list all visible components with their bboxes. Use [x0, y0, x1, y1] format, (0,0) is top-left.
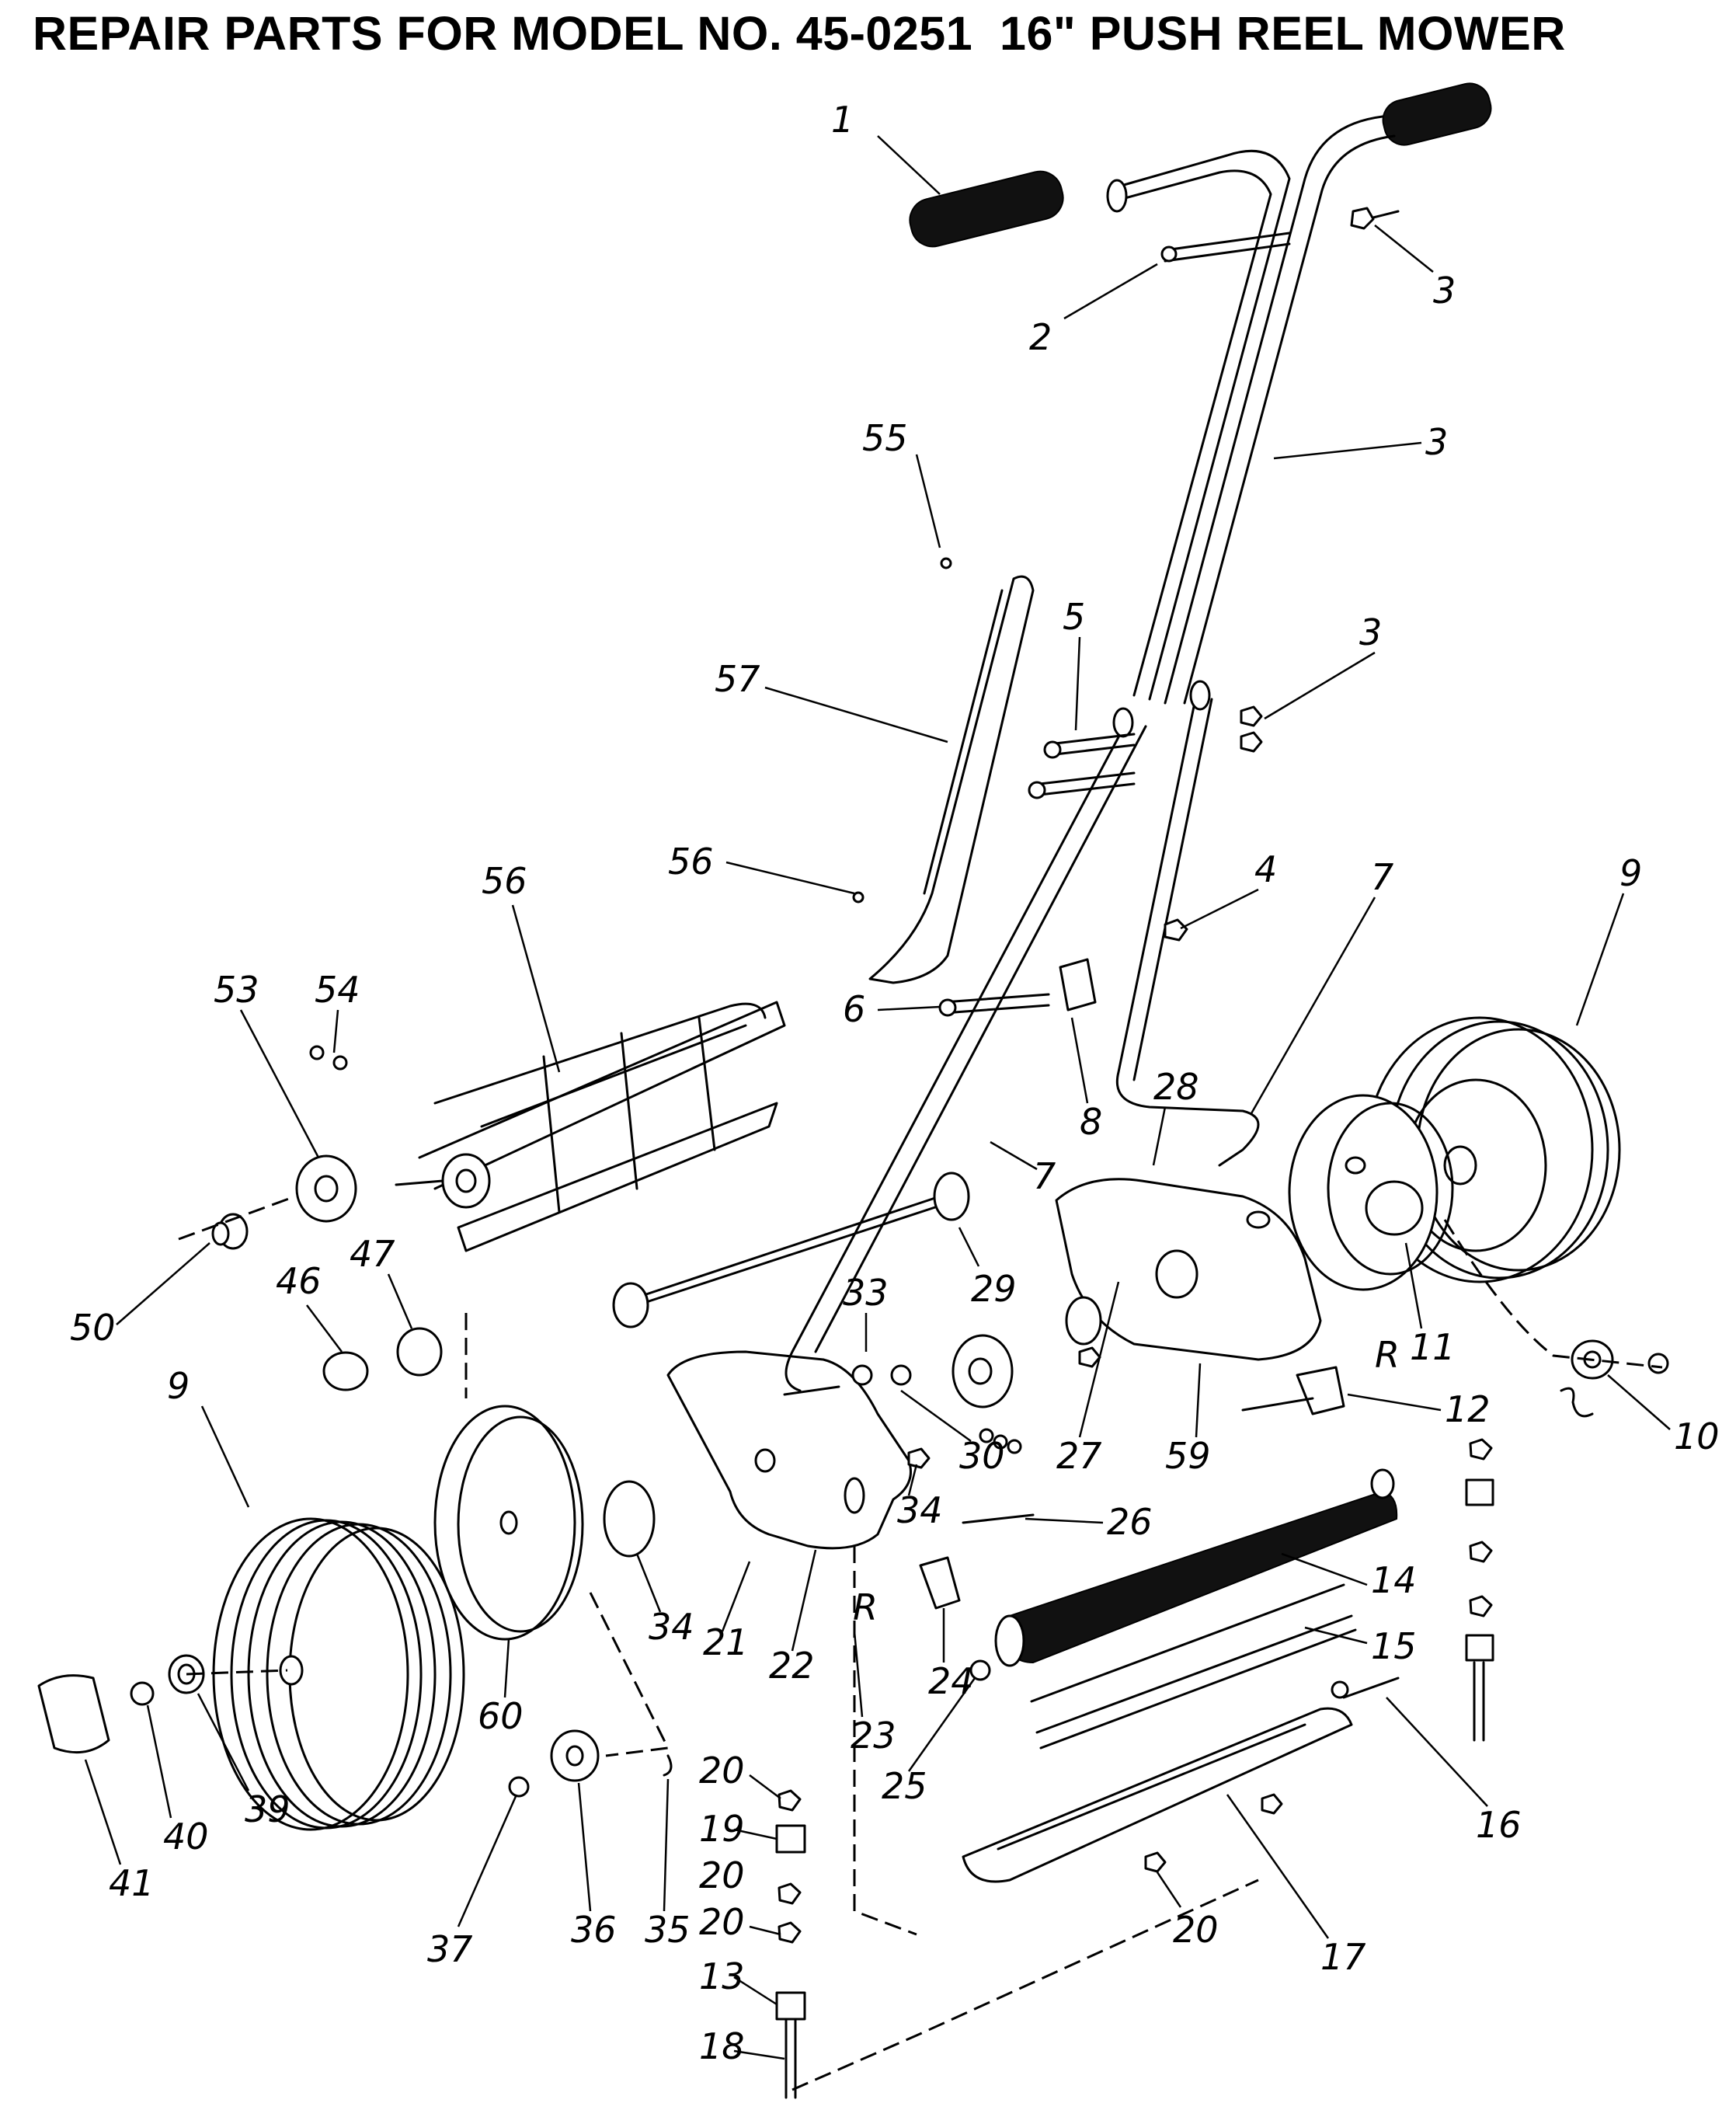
- callout-1: 1: [831, 99, 854, 141]
- bed-bar-part: [962, 1677, 1400, 1883]
- callout-6: 6: [843, 988, 865, 1030]
- callout-13: 13: [699, 1955, 745, 1997]
- callout-31: 33: [843, 1272, 889, 1314]
- callout-labels: 1 2 3 3 55 5 3 57 56 4 7 9 56 53 54 6 8 …: [70, 99, 1720, 2067]
- grass-shield-part: [852, 557, 1035, 984]
- callout-56-mid: 56: [668, 841, 714, 883]
- callout-41: 41: [109, 1862, 155, 1904]
- callout-22: 22: [769, 1645, 815, 1687]
- callout-21: 21: [703, 1621, 749, 1663]
- callout-57: 57: [715, 658, 760, 700]
- handle-grip-part: [909, 82, 1492, 248]
- callout-59: 59: [1165, 1435, 1211, 1477]
- roller-part: [969, 1468, 1398, 1681]
- reel-bearing-parts: [178, 1045, 357, 1250]
- bed-knife-part: [1030, 1583, 1357, 1750]
- callout-46: 46: [276, 1260, 322, 1302]
- reel-shaft-part: [612, 1172, 970, 1328]
- callout-5: 5: [1063, 596, 1085, 638]
- callout-29: 29: [971, 1268, 1017, 1310]
- callout-24: 24: [928, 1660, 974, 1702]
- callout-2: 2: [1029, 316, 1052, 358]
- callout-37: 37: [427, 1928, 473, 1970]
- drive-gear-parts: [464, 1312, 673, 1798]
- callout-3-low: 4: [1254, 848, 1277, 890]
- callout-28: 28: [1153, 1066, 1199, 1108]
- left-wheel-part: [212, 1517, 465, 1831]
- right-side-plate: [1055, 1178, 1322, 1361]
- callout-47: 47: [350, 1233, 395, 1275]
- callout-50: 50: [70, 1307, 116, 1349]
- callout-60: 60: [478, 1695, 524, 1737]
- callout-7-top: 7: [1371, 856, 1393, 898]
- callout-36: 36: [571, 1909, 617, 1951]
- callout-12: 12: [1445, 1388, 1491, 1430]
- callout-55: 56: [482, 860, 527, 902]
- callout-33: 34: [897, 1489, 943, 1531]
- callout-8: 8: [1080, 1101, 1102, 1143]
- right-drive-wheel-part: [1288, 1094, 1454, 1291]
- callout-3: 3: [1433, 270, 1456, 312]
- page-title: REPAIR PARTS FOR MODEL NO. 45-0251 16" P…: [33, 7, 1566, 60]
- callout-40: 40: [163, 1816, 209, 1858]
- callout-9-right: 9: [1619, 852, 1642, 894]
- callout-R-right: R: [1375, 1334, 1400, 1376]
- callout-9-left: 9: [167, 1365, 190, 1407]
- callout-20-a: 20: [699, 1750, 745, 1791]
- callout-15: 15: [1371, 1625, 1417, 1667]
- handle-assembly: [785, 82, 1492, 1392]
- left-wheel-hub-part: [433, 1405, 584, 1641]
- callout-39: 39: [245, 1788, 290, 1830]
- pinion-and-bushings: [851, 1296, 1102, 1469]
- callout-23: 23: [851, 1715, 896, 1757]
- callout-4: 3: [1425, 421, 1448, 463]
- callout-25: 25: [882, 1765, 927, 1807]
- reel-assembly-part: [395, 1001, 786, 1252]
- callout-30: 30: [959, 1435, 1005, 1477]
- callout-11: 11: [1410, 1326, 1456, 1368]
- callout-7-mid: 7: [1033, 1155, 1056, 1197]
- callout-20-b: 20: [699, 1854, 745, 1896]
- callout-27: 27: [1056, 1435, 1102, 1477]
- callout-R-left: R: [853, 1586, 878, 1628]
- callout-54: 54: [315, 969, 360, 1011]
- callout-3-mid: 3: [1359, 611, 1382, 653]
- callout-17: 17: [1320, 1936, 1366, 1978]
- callout-20-d: 20: [1173, 1909, 1219, 1951]
- callout-18: 18: [699, 2025, 745, 2067]
- hubcap-and-clips: [37, 1327, 443, 1754]
- callout-14: 14: [1371, 1559, 1417, 1601]
- callout-10: 10: [1674, 1415, 1720, 1457]
- left-side-plate: [666, 1350, 912, 1550]
- callout-20-c: 20: [699, 1901, 745, 1943]
- right-gear-and-clips: [1443, 1219, 1669, 1418]
- callout-53: 53: [214, 969, 259, 1011]
- callout-56-top: 55: [862, 417, 908, 459]
- callout-26: 26: [1107, 1501, 1153, 1543]
- callout-34: 34: [649, 1606, 694, 1648]
- callout-16: 16: [1476, 1804, 1522, 1846]
- height-adjuster-parts: [775, 1366, 1494, 2099]
- callout-35: 35: [645, 1909, 691, 1951]
- callout-19: 19: [699, 1808, 745, 1850]
